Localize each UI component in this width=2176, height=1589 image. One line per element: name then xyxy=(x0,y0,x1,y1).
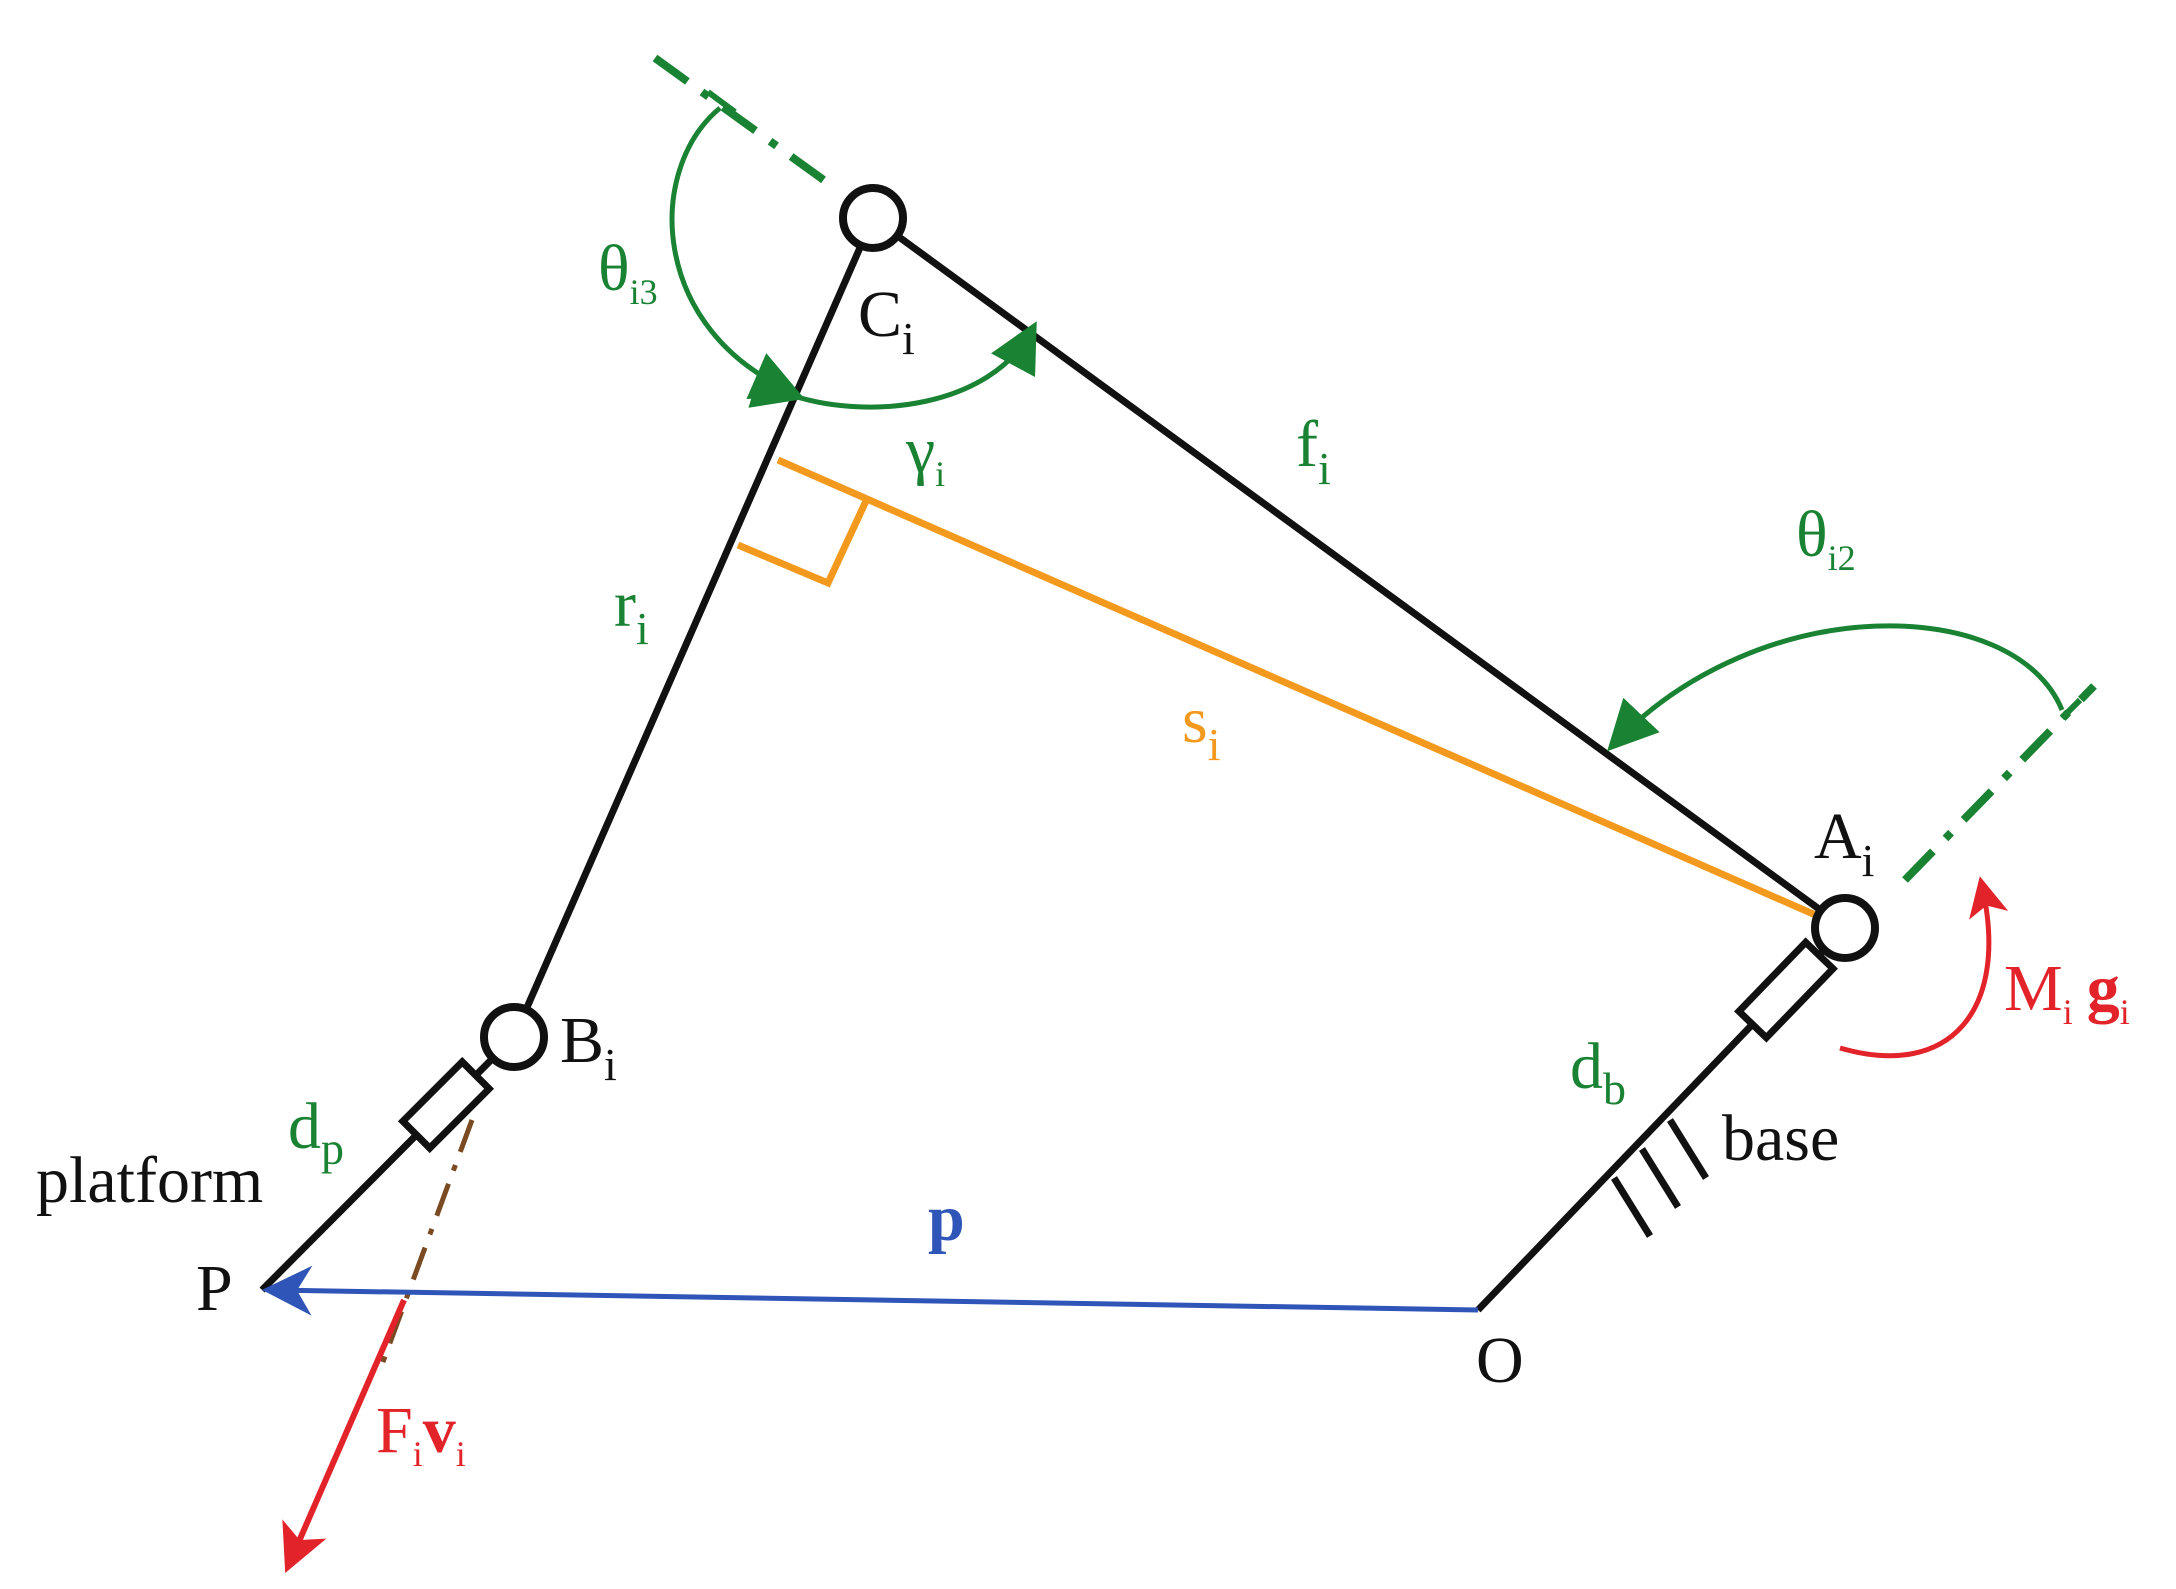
joint-c-i xyxy=(839,184,907,252)
green-tick-a xyxy=(2059,697,2083,721)
label-point-p: P xyxy=(196,1252,233,1325)
label-gamma-i: γi xyxy=(905,414,945,494)
theta-i3-arc xyxy=(669,106,803,399)
label-d-b: db xyxy=(1570,1030,1626,1114)
moment-arc xyxy=(1839,876,2009,1059)
base-slider xyxy=(1734,937,1838,1043)
label-p-vector: p xyxy=(928,1182,965,1255)
ground-hatch xyxy=(1611,1118,1709,1238)
label-r-i: ri xyxy=(614,568,649,654)
label-theta-i2: θi2 xyxy=(1796,498,1856,578)
platform-slider xyxy=(397,1056,495,1154)
joint-b-i xyxy=(480,1003,548,1071)
label-s-i: si xyxy=(1182,684,1220,770)
label-c-i: Ci xyxy=(858,278,915,364)
right-angle-marker xyxy=(736,499,870,588)
label-f-i: fi xyxy=(1296,408,1331,494)
label-a-i: Ai xyxy=(1814,800,1874,886)
brown-axis-line xyxy=(377,1119,475,1371)
joint-a-i xyxy=(1811,894,1879,962)
green-extension-c xyxy=(652,54,835,190)
label-point-o: O xyxy=(1476,1324,1524,1397)
label-b-i: Bi xyxy=(560,1004,617,1090)
label-force: Fivi xyxy=(376,1394,466,1474)
label-theta-i3: θi3 xyxy=(598,232,658,312)
link-f-i xyxy=(870,215,1848,931)
theta-i2-arc xyxy=(1607,623,2065,752)
label-d-p: dp xyxy=(288,1090,344,1174)
vector-p xyxy=(262,1265,1479,1316)
force-vector xyxy=(282,1298,407,1574)
s-i-line xyxy=(776,456,1847,932)
green-tick-c xyxy=(706,89,737,115)
gamma-i-arc xyxy=(748,321,1037,410)
label-platform: platform xyxy=(36,1144,263,1217)
label-base: base xyxy=(1722,1102,1839,1175)
link-r-i xyxy=(510,216,877,1039)
